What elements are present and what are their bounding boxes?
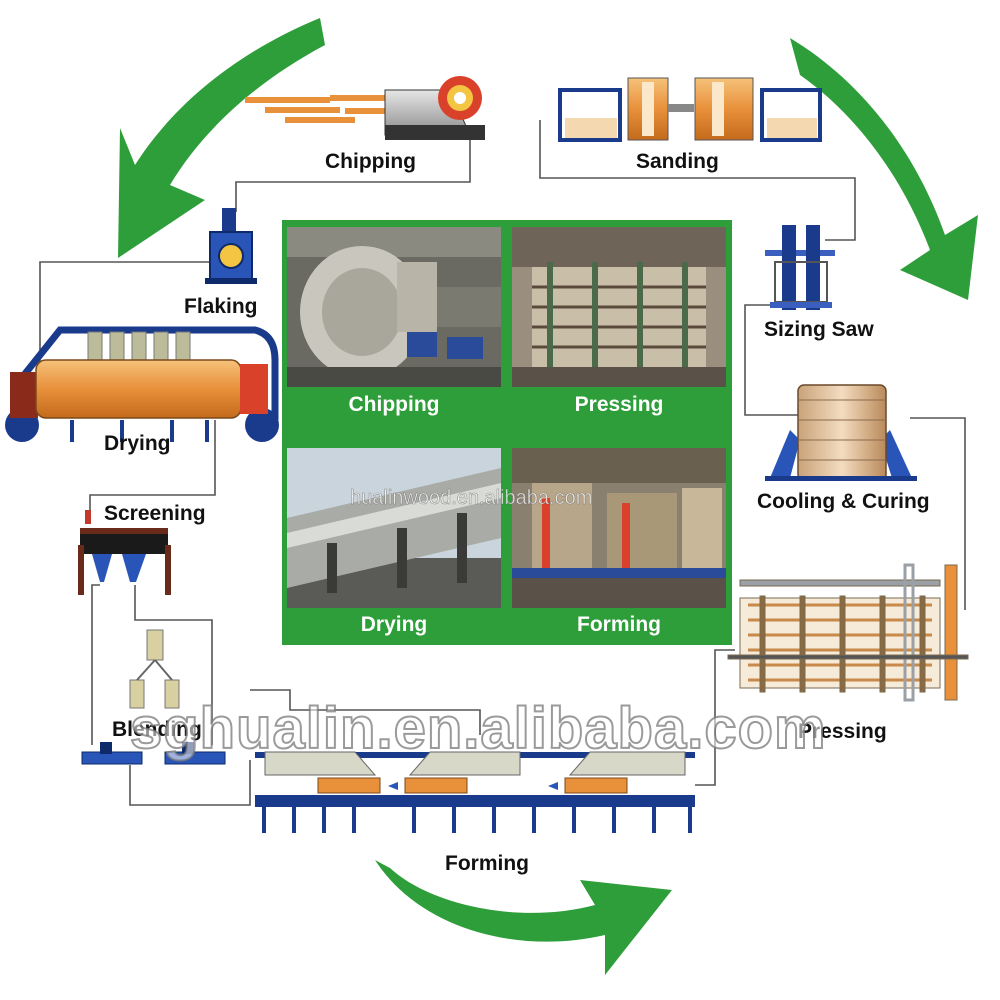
label-sanding: Sanding [636,150,719,173]
label-cooling-curing: Cooling & Curing [757,490,930,513]
forming-machine [255,751,695,833]
pressing-machine [727,563,969,702]
flow-lines [39,120,966,806]
photo-forming [512,448,726,608]
label-chipping: Chipping [325,150,416,173]
caption-photo-pressing: Pressing [574,393,664,416]
flaking-machine [205,208,257,284]
cycle-arrow-bottom [375,860,672,975]
cooling-curing-machine [765,384,917,481]
label-pressing: Pressing [798,720,887,743]
watermark-large: sghualin.en.alibaba.com [129,695,827,762]
sanding-machine [558,77,822,142]
label-forming: Forming [445,852,529,875]
watermark-small: hualinwood.en.alibaba.com [350,487,593,510]
label-sizing-saw: Sizing Saw [764,318,874,341]
caption-photo-chipping: Chipping [348,393,440,416]
sizing-saw-machine [765,225,835,310]
caption-photo-forming: Forming [577,613,661,636]
photo-panel: Chipping Pressing Drying [282,220,732,645]
label-screening: Screening [104,502,206,525]
screening-machine [78,510,171,595]
photo-drying [287,448,501,608]
photo-pressing [512,227,726,387]
photo-chipping [287,227,501,387]
caption-photo-drying: Drying [360,613,428,636]
cycle-arrow-top-right [790,38,978,300]
drying-machine [5,326,279,442]
label-blending: Blending [112,718,202,741]
blending-machine [81,629,226,765]
cycle-arrow-top-left [118,18,325,258]
chipping-machine [245,76,485,140]
label-flaking: Flaking [184,295,258,318]
label-drying: Drying [104,432,171,455]
